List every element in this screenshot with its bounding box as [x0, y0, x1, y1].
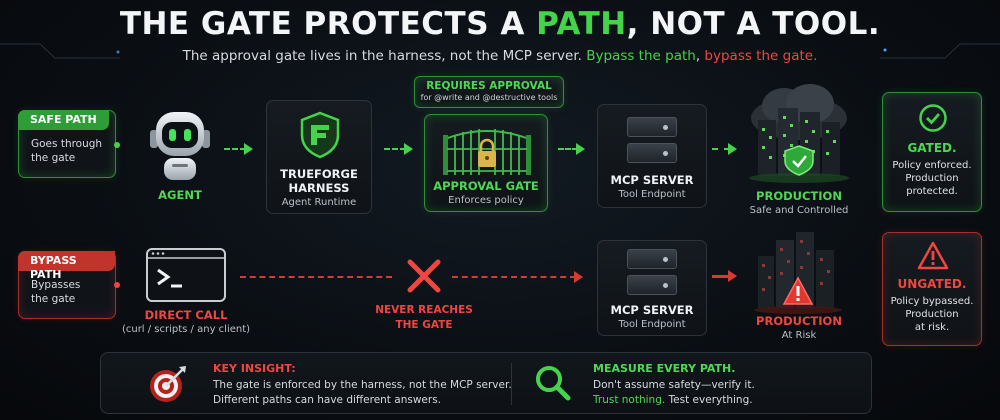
checkmark-circle-icon — [918, 103, 948, 133]
bypass-arrow-3 — [712, 275, 730, 278]
safe-arrow-2 — [384, 148, 406, 150]
gated-line-1: Policy enforced. — [892, 160, 972, 171]
ungated-result-card: UNGATED. Policy bypassed. Production at … — [882, 232, 982, 346]
city-buildings-icon — [744, 82, 854, 186]
mcp-server-title-bypass: MCP SERVER — [610, 303, 694, 317]
approval-gate-card: APPROVAL GATE Enforces policy — [424, 114, 548, 212]
measure-title: MEASURE EVERY PATH. — [593, 362, 736, 375]
never-reaches-line-1: NEVER REACHES — [375, 304, 473, 316]
mcp-server-subtitle-safe: Tool Endpoint — [618, 189, 686, 200]
harness-title-1: TRUEFORGE — [280, 167, 358, 181]
ungated-line-2: Production — [905, 309, 959, 320]
harness-card: TRUEFORGE HARNESS Agent Runtime — [266, 100, 372, 214]
production-title-safe: PRODUCTION — [756, 189, 842, 203]
key-insight-title: KEY INSIGHT: — [213, 362, 296, 375]
bypass-connector-dot — [114, 282, 120, 288]
bypass-arrow-1 — [240, 276, 392, 278]
harness-subtitle: Agent Runtime — [281, 197, 357, 208]
server-icon — [627, 249, 677, 297]
page-subtitle: The approval gate lives in the harness, … — [182, 48, 818, 64]
gated-line-3: protected. — [906, 186, 958, 197]
measure-green-text: Trust nothing. — [593, 394, 666, 406]
trueforge-shield-icon — [299, 111, 341, 159]
ungated-line-3: at risk. — [914, 322, 950, 333]
gated-line-2: Production — [905, 173, 959, 184]
mcp-server-card-bypass: MCP SERVER Tool Endpoint — [597, 240, 707, 336]
server-icon — [627, 117, 677, 165]
city-buildings-icon — [750, 226, 846, 314]
safe-arrow-2-head — [404, 143, 413, 155]
safe-connector-dot — [114, 142, 120, 148]
safe-arrow-1-head — [244, 143, 253, 155]
bypass-arrow-3-head — [728, 270, 737, 282]
bypass-path-tag: BYPASS PATH Bypasses the gate — [18, 251, 116, 319]
page-title: THE GATE PROTECTS A PATH, NOT A TOOL. — [119, 6, 881, 42]
ungated-title: UNGATED. — [897, 277, 967, 291]
key-insight-line-1: The gate is enforced by the harness, not… — [213, 379, 512, 391]
safe-arrow-4 — [712, 148, 730, 150]
decorative-lines — [0, 43, 1000, 59]
ungated-line-1: Policy bypassed. — [890, 296, 974, 307]
mcp-server-card-safe: MCP SERVER Tool Endpoint — [597, 104, 707, 208]
terminal-icon — [146, 248, 226, 302]
harness-title-2: HARNESS — [288, 181, 350, 195]
measure-line-1: Don't assume safety—verify it. — [593, 379, 755, 391]
gate-lock-icon — [439, 121, 535, 177]
requires-approval-sub: for @write and @destructive tools — [420, 93, 558, 102]
requires-approval-badge: REQUIRES APPROVAL for @write and @destru… — [414, 76, 564, 108]
safe-path-desc-2: the gate — [31, 152, 76, 164]
agent-label: AGENT — [158, 188, 202, 202]
insight-panel: KEY INSIGHT: The gate is enforced by the… — [100, 352, 872, 414]
bypass-arrow-2 — [452, 276, 576, 278]
safe-path-tag: SAFE PATH Goes through the gate — [18, 110, 116, 178]
safe-arrow-3-head — [576, 143, 585, 155]
warning-triangle-icon — [917, 241, 949, 271]
never-reaches-line-2: THE GATE — [395, 319, 453, 331]
production-subtitle-bypass: At Risk — [781, 330, 817, 341]
safe-arrow-3 — [558, 148, 578, 150]
mcp-server-title-safe: MCP SERVER — [610, 173, 694, 187]
key-insight-line-2: Different paths can have different answe… — [213, 394, 441, 406]
production-title-bypass: PRODUCTION — [756, 314, 842, 328]
safe-arrow-4-head — [728, 143, 737, 155]
target-icon — [147, 363, 189, 405]
bypass-path-tag-label: BYPASS PATH — [18, 251, 115, 281]
direct-call-sub: (curl / scripts / any client) — [121, 324, 251, 335]
approval-gate-title: APPROVAL GATE — [433, 179, 539, 193]
mcp-server-subtitle-bypass: Tool Endpoint — [618, 319, 686, 330]
approval-gate-subtitle: Enforces policy — [448, 195, 524, 206]
safe-arrow-1 — [224, 148, 246, 150]
insight-divider — [511, 363, 512, 405]
magnifier-icon — [533, 363, 573, 403]
gated-title: GATED. — [907, 141, 957, 155]
gated-result-card: GATED. Policy enforced. Production prote… — [882, 92, 982, 212]
robot-icon — [146, 108, 214, 184]
bypass-arrow-2-head — [574, 271, 583, 283]
measure-line-2: Trust nothing. Test everything. — [593, 393, 863, 408]
bypass-path-desc-1: Bypasses — [31, 279, 81, 291]
safe-path-tag-label: SAFE PATH — [18, 110, 109, 130]
requires-approval-title: REQUIRES APPROVAL — [426, 80, 552, 92]
bypass-path-desc-2: the gate — [31, 293, 76, 305]
production-subtitle-safe: Safe and Controlled — [749, 205, 849, 216]
x-mark-icon — [406, 258, 442, 294]
direct-call-label: DIRECT CALL — [144, 308, 228, 322]
measure-rest-text: Test everything. — [665, 394, 753, 406]
safe-path-desc-1: Goes through — [31, 138, 103, 150]
